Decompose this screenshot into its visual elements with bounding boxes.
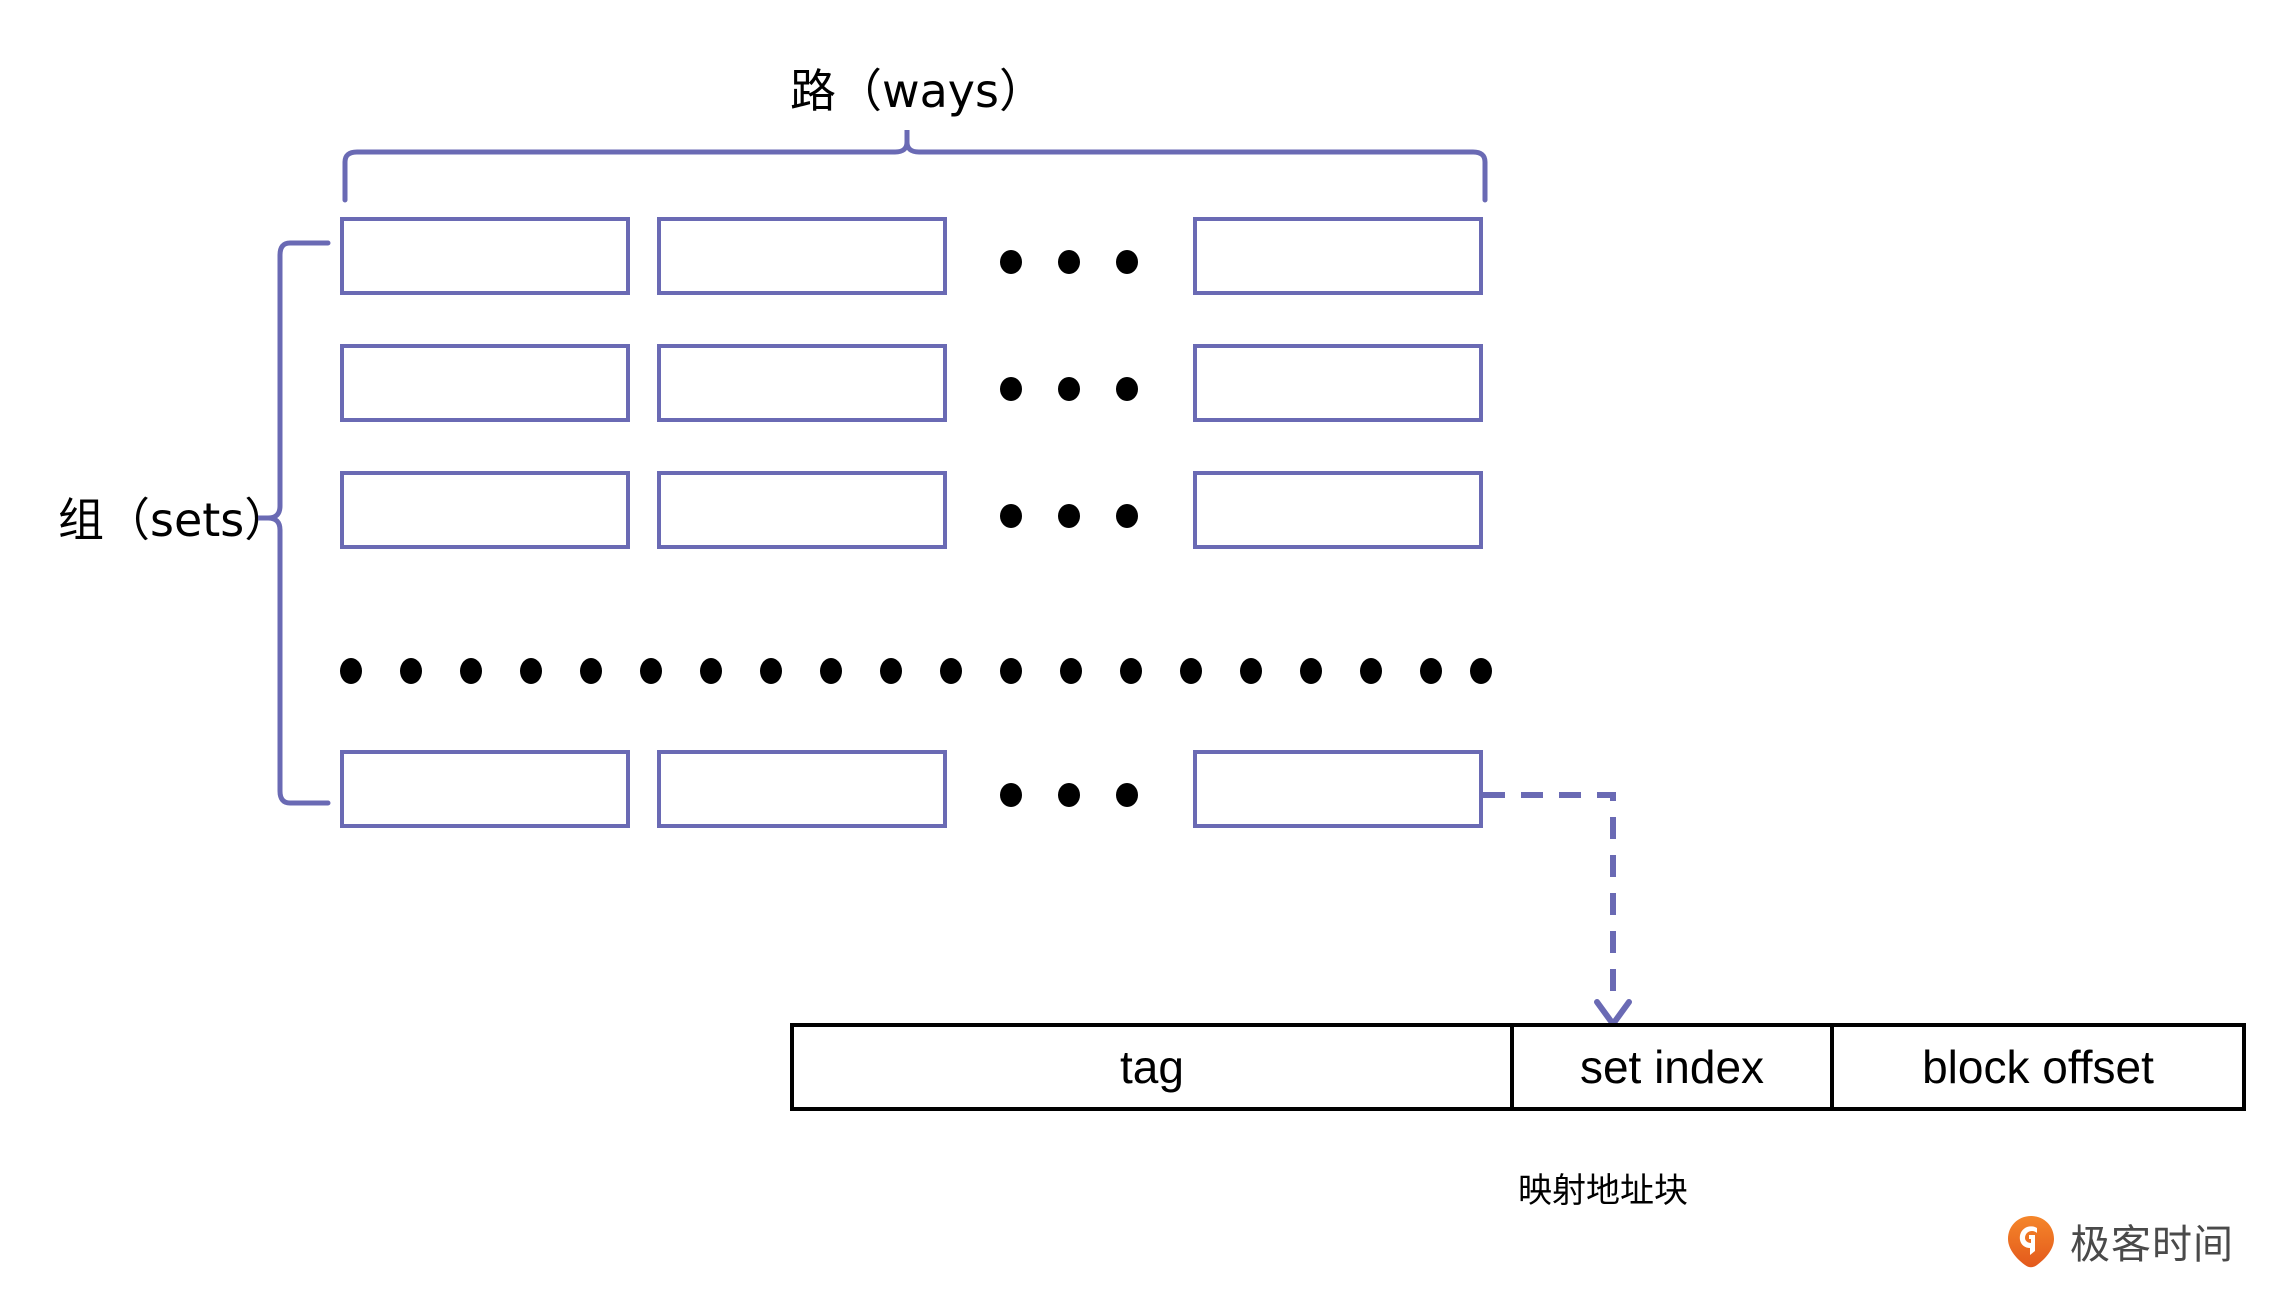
- address-field-block-offset[interactable]: block offset: [1830, 1027, 2242, 1107]
- ellipsis-dot: [400, 658, 422, 684]
- ellipsis-dot: [520, 658, 542, 684]
- ellipsis-dot: [700, 658, 722, 684]
- geektime-logo-icon: [2008, 1216, 2054, 1268]
- ellipsis-dot: [1240, 658, 1262, 684]
- mapping-arrow: [1483, 792, 1632, 1027]
- address-block: tag set index block offset: [790, 1023, 2246, 1111]
- row-ellipsis-r2: [1000, 377, 1180, 401]
- ways-brace: [342, 130, 1488, 203]
- row-ellipsis-r1: [1000, 250, 1180, 274]
- ellipsis-dot: [760, 658, 782, 684]
- cache-cell-r1-w2[interactable]: [657, 217, 947, 295]
- ellipsis-dot: [1116, 377, 1138, 401]
- cache-cell-r3-w1[interactable]: [340, 471, 630, 549]
- ellipsis-dot: [1180, 658, 1202, 684]
- cache-cell-r2-w2[interactable]: [657, 344, 947, 422]
- ellipsis-dot: [1058, 377, 1080, 401]
- ellipsis-dot: [1116, 783, 1138, 807]
- sets-label: 组（sets）: [58, 493, 291, 547]
- sets-brace: [258, 240, 331, 806]
- ellipsis-dot: [340, 658, 362, 684]
- ellipsis-dot: [1058, 783, 1080, 807]
- ellipsis-dot: [1420, 658, 1442, 684]
- ellipsis-dot: [640, 658, 662, 684]
- ellipsis-dot: [1116, 250, 1138, 274]
- watermark: 极客时间: [2004, 1212, 2234, 1270]
- sets-ellipsis-row: [340, 658, 1492, 684]
- ellipsis-dot: [1000, 504, 1022, 528]
- ellipsis-dot: [1000, 250, 1022, 274]
- address-field-set-index[interactable]: set index: [1510, 1027, 1830, 1107]
- ellipsis-dot: [1116, 504, 1138, 528]
- ways-label: 路（ways）: [790, 64, 1045, 118]
- ellipsis-dot: [580, 658, 602, 684]
- ellipsis-dot: [1000, 783, 1022, 807]
- ellipsis-dot: [1000, 658, 1022, 684]
- ellipsis-dot: [1300, 658, 1322, 684]
- row-ellipsis-r3: [1000, 504, 1180, 528]
- ellipsis-dot: [460, 658, 482, 684]
- ellipsis-dot: [1120, 658, 1142, 684]
- ellipsis-dot: [940, 658, 962, 684]
- ellipsis-dot: [880, 658, 902, 684]
- cache-cell-r3-wN[interactable]: [1193, 471, 1483, 549]
- ellipsis-dot: [1058, 504, 1080, 528]
- ellipsis-dot: [820, 658, 842, 684]
- ellipsis-dot: [1360, 658, 1382, 684]
- ellipsis-dot: [1470, 658, 1492, 684]
- mapping-caption: 映射地址块: [1518, 1171, 1688, 1211]
- address-field-tag[interactable]: tag: [1120, 1041, 1184, 1093]
- cache-cell-rN-w1[interactable]: [340, 750, 630, 828]
- cache-cell-rN-wN[interactable]: [1193, 750, 1483, 828]
- cache-cell-r1-w1[interactable]: [340, 217, 630, 295]
- cache-cell-r1-wN[interactable]: [1193, 217, 1483, 295]
- cache-cell-r2-w1[interactable]: [340, 344, 630, 422]
- row-ellipsis-rN: [1000, 783, 1180, 807]
- cache-cell-rN-w2[interactable]: [657, 750, 947, 828]
- ellipsis-dot: [1060, 658, 1082, 684]
- ellipsis-dot: [1000, 377, 1022, 401]
- cache-cell-r3-w2[interactable]: [657, 471, 947, 549]
- ellipsis-dot: [1058, 250, 1080, 274]
- watermark-brand-text: 极客时间: [2070, 1222, 2234, 1268]
- cache-cell-r2-wN[interactable]: [1193, 344, 1483, 422]
